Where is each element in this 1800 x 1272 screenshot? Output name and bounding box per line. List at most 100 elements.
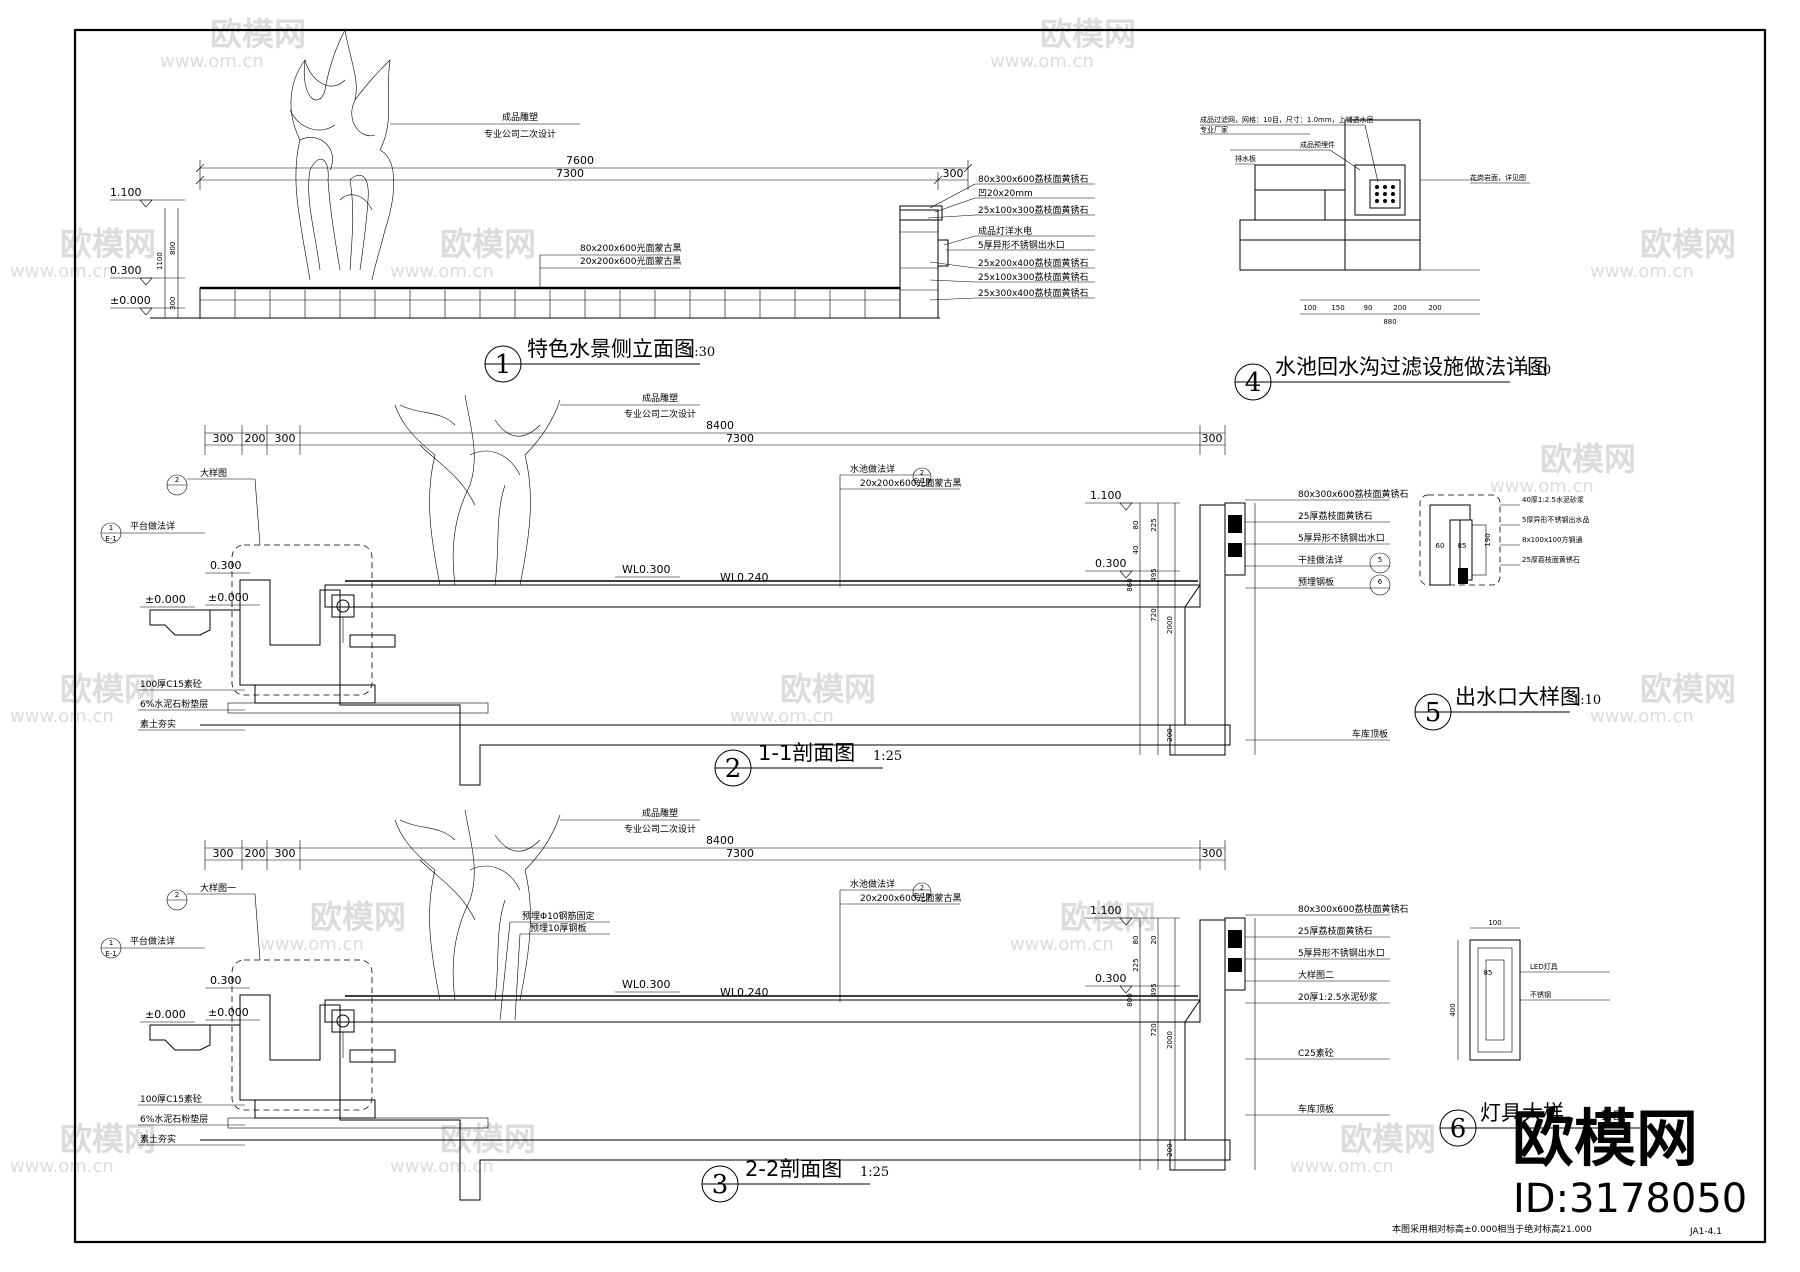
section-lvl-right-top: 1.100	[1090, 489, 1122, 502]
elev-pier	[899, 209, 939, 319]
section-lvl-left-zero: ±0.000	[208, 1006, 249, 1019]
section-sculpture	[394, 394, 561, 586]
view-5-title: 出水口大样图	[1455, 685, 1581, 709]
section-dim-left: 300	[213, 847, 234, 860]
section-vdim: 80	[1132, 936, 1140, 945]
section-sculpture-note1: 成品雕塑	[642, 807, 678, 819]
watermark-text: 欧模网	[780, 670, 876, 708]
sheet-border	[73, 28, 1767, 1244]
watermark-url: www.om.cn	[1590, 261, 1694, 282]
section-dim-left: 200	[245, 847, 266, 860]
detail4-dim: 200	[1393, 304, 1406, 312]
section-vdim: 2000	[1166, 616, 1174, 634]
section-dim-total: 8400	[706, 419, 734, 432]
section-dim-total: 8400	[706, 834, 734, 847]
section-plat-ref-sheet: E-1	[105, 950, 116, 958]
section-title-text: 1-1剖面图	[758, 741, 855, 765]
section-vdim: 225	[1132, 958, 1140, 971]
section-lvl-left-mid: 0.300	[210, 974, 242, 987]
watermark-text: 欧模网	[1340, 1120, 1436, 1158]
elev-right-note: 成品灯洋水电	[978, 225, 1032, 237]
section-right-note: 5厚异形不锈钢出水口	[1298, 947, 1385, 959]
section-left-note: 6%水泥石粉垫层	[140, 698, 208, 710]
section-vdim: 720	[1150, 608, 1158, 621]
section-detail-ref: 大样图	[200, 467, 227, 479]
section-sculpture-note1: 成品雕塑	[642, 392, 678, 404]
elev-dim-v1: 1100	[156, 252, 164, 270]
detail5-note: 5厚异形不锈钢出水品	[1522, 515, 1589, 524]
section-roof: 车库顶板	[1352, 728, 1388, 740]
elev-dim-v2: 800	[169, 242, 177, 255]
watermark-url: www.om.cn	[1290, 1156, 1394, 1177]
section-plat-ref-sheet: E-1	[105, 535, 116, 543]
section-vdim: 495	[1150, 568, 1158, 581]
watermark-url: www.om.cn	[160, 51, 264, 72]
section-right-note: 5厚异形不锈钢出水口	[1298, 532, 1385, 544]
detail5-dim: 60	[1436, 542, 1445, 550]
section-vdim: 200	[1166, 728, 1174, 741]
section-lvl-left-zero: ±0.000	[208, 591, 249, 604]
section-dim-left: 300	[213, 432, 234, 445]
view-6-title: 灯具大样	[1480, 1101, 1564, 1125]
section-right-note: C25素砼	[1298, 1047, 1334, 1059]
watermark-url: www.om.cn	[1490, 476, 1594, 497]
detail4-dim: 100	[1303, 304, 1316, 312]
section-vdim: 860	[1126, 578, 1134, 591]
section-plat-ref: 平台做法详	[130, 935, 175, 947]
view-5-number: 5	[1425, 698, 1442, 728]
view-6-number: 6	[1450, 1114, 1467, 1144]
section-dim-right: 300	[1202, 432, 1223, 445]
section-left-note: 素土夯实	[140, 718, 176, 730]
section-vdim: 720	[1150, 1023, 1158, 1036]
filter-grate	[1369, 179, 1401, 209]
section-pool-ref-sheet: E-10	[914, 892, 930, 900]
section-vdim: 800	[1126, 993, 1134, 1006]
elev-right-note: 80x300x600荔枝面黄锈石	[978, 173, 1088, 185]
detail4-dim: 150	[1331, 304, 1344, 312]
section-vdim: 40	[1132, 546, 1140, 555]
section-dim-inner: 7300	[726, 432, 754, 445]
section-vdim: 495	[1150, 983, 1158, 996]
watermark-url: www.om.cn	[10, 1156, 114, 1177]
detail4-note: 排水板	[1235, 154, 1256, 163]
section-lvl-left-zero: ±0.000	[145, 593, 186, 606]
section-sculpture	[394, 809, 561, 1001]
elev-right-note: 25x100x300荔枝面黄锈石	[978, 204, 1088, 216]
section-sculpture-note2: 专业公司二次设计	[624, 408, 696, 420]
view-6-scale: 1:5	[1600, 1109, 1621, 1124]
elev-sculpture-note1: 成品雕塑	[502, 111, 538, 123]
detail6-dim: 400	[1449, 1003, 1457, 1016]
elev-right-note: 5厚异形不锈钢出水口	[978, 239, 1065, 251]
detail4-dim: 90	[1364, 304, 1373, 312]
brand-id: ID:3178050	[1513, 1176, 1747, 1222]
view-5-outlet-detail: 40厚1:2.5水泥砂浆5厚异形不锈钢出水品8x100x100方钢通25厚荔枝面…	[1414, 494, 1601, 731]
elev-dim-total: 7600	[566, 154, 594, 167]
view-5-scale: 1:10	[1572, 693, 1601, 708]
section-pool-ref: 水池做法详	[850, 463, 895, 475]
section-title-number: 2	[725, 754, 742, 784]
detail4-dim: 880	[1383, 318, 1396, 326]
section-wl2: WL0.240	[720, 986, 769, 999]
watermark-text: 欧模网	[310, 898, 406, 936]
section-title-number: 3	[712, 1170, 729, 1200]
watermark-url: www.om.cn	[390, 261, 494, 282]
watermark-text: 欧模网	[1540, 440, 1636, 478]
section-right-note: 25厚荔枝面黄锈石	[1298, 510, 1372, 522]
watermark-url: www.om.cn	[990, 51, 1094, 72]
section-wl2: WL0.240	[720, 571, 769, 584]
section-dim-right: 300	[1202, 847, 1223, 860]
section-right-note: 车库顶板	[1298, 1103, 1334, 1115]
elev-lvl-zero: ±0.000	[110, 294, 151, 307]
watermark-url: www.om.cn	[1010, 934, 1114, 955]
section-embed-note1: 预埋Φ10钢筋固定	[522, 910, 595, 922]
section-ref5: 5	[1378, 556, 1382, 564]
elev-right-note: 凹20x20mm	[978, 189, 1033, 199]
section-sculpture-note2: 专业公司二次设计	[624, 823, 696, 835]
section-embed-note2: 预埋10厚钢板	[530, 922, 586, 934]
section-plat-ref-num: 1	[109, 939, 113, 947]
elev-lvl-mid: 0.300	[110, 264, 142, 277]
section-pool-face: 20x200x600光面蒙古黑	[860, 477, 961, 489]
